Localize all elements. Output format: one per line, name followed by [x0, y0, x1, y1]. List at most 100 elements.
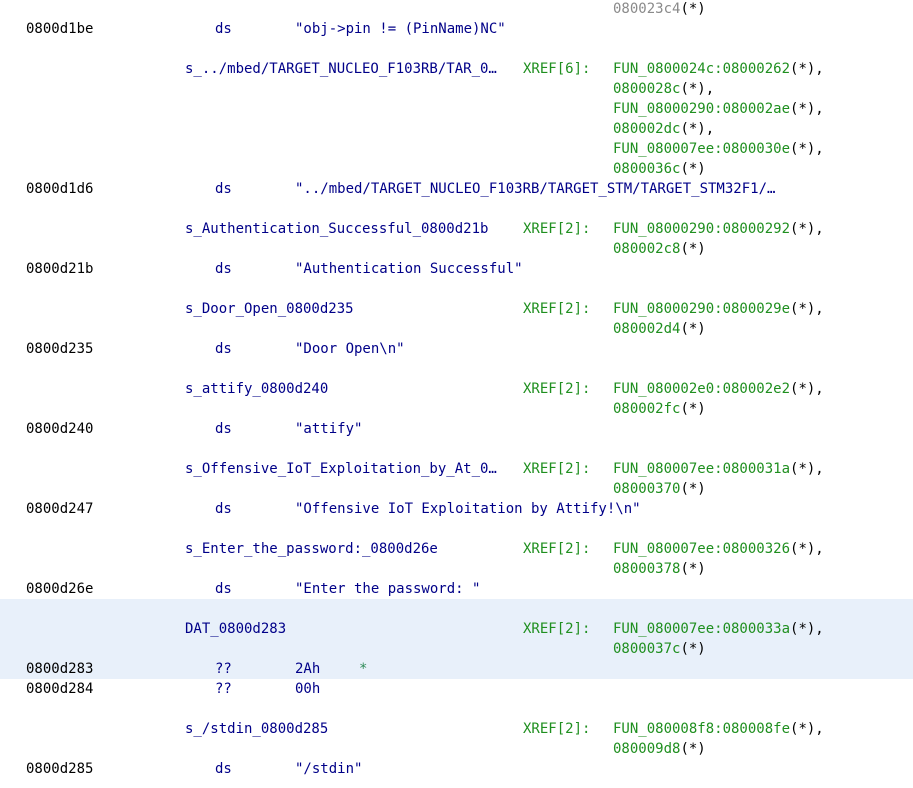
mnemonic[interactable]: ds [215, 21, 232, 37]
listing-row-data[interactable]: 0800d247 ds "Offensive IoT Exploitation by… [0, 499, 913, 519]
xref-reference[interactable]: FUN_080002e0:080002e2(*), [613, 381, 824, 397]
operand[interactable]: "Offensive IoT Exploitation by Attify!\n… [295, 501, 641, 517]
label[interactable]: s_../mbed/TARGET_NUCLEO_F103RB/TAR_0… [185, 61, 497, 77]
xref-reference[interactable]: FUN_08000290:08000292(*), [613, 221, 824, 237]
listing-row-blank[interactable] [0, 699, 913, 719]
xref-reference[interactable]: FUN_080008f8:080008fe(*), [613, 721, 824, 737]
mnemonic[interactable]: ?? [215, 661, 232, 677]
address[interactable]: 0800d1d6 [26, 181, 94, 197]
address[interactable]: 0800d26e [26, 581, 94, 597]
mnemonic[interactable]: ds [215, 581, 232, 597]
listing-row-data[interactable]: 0800d1d6 ds "../mbed/TARGET_NUCLEO_F103RB/… [0, 179, 913, 199]
xref-reference[interactable]: 080023c4(*) [613, 1, 706, 17]
address[interactable]: 0800d285 [26, 761, 94, 777]
listing-row-ref[interactable]: 080002c8(*) [0, 239, 913, 259]
mnemonic[interactable]: ds [215, 421, 232, 437]
listing-row-blank[interactable] [0, 359, 913, 379]
operand[interactable]: "../mbed/TARGET_NUCLEO_F103RB/TARGET_STM… [295, 181, 776, 197]
xref-reference[interactable]: 080002dc(*), [613, 121, 715, 137]
listing-row-ref[interactable]: 080002d4(*) [0, 319, 913, 339]
listing-row-label[interactable]: s_../mbed/TARGET_NUCLEO_F103RB/TAR_0…XRE… [0, 59, 913, 79]
address[interactable]: 0800d283 [26, 661, 94, 677]
mnemonic[interactable]: ds [215, 181, 232, 197]
operand[interactable]: "Door Open\n" [295, 341, 405, 357]
listing-row-ref[interactable]: 0800036c(*) [0, 159, 913, 179]
operand[interactable]: "Enter the password: " [295, 581, 481, 597]
xref-reference[interactable]: 08000378(*) [613, 561, 706, 577]
xref-reference[interactable]: 0800028c(*), [613, 81, 715, 97]
label[interactable]: DAT_0800d283 [185, 621, 287, 637]
label[interactable]: s_/stdin_0800d285 [185, 721, 329, 737]
xref-reference[interactable]: FUN_08000290:0800029e(*), [613, 301, 824, 317]
mnemonic[interactable]: ?? [215, 681, 232, 697]
xref-reference[interactable]: 080009d8(*) [613, 741, 706, 757]
listing-row-data[interactable]: 0800d1be ds "obj->pin != (PinName)NC" [0, 19, 913, 39]
mnemonic[interactable]: ds [215, 501, 232, 517]
xref-reference[interactable]: FUN_0800024c:08000262(*), [613, 61, 824, 77]
address[interactable]: 0800d21b [26, 261, 94, 277]
xref-reference[interactable]: FUN_08000290:080002ae(*), [613, 101, 824, 117]
address[interactable]: 0800d235 [26, 341, 94, 357]
listing-row-blank[interactable] [0, 599, 913, 619]
xref-suffix: (*) [680, 321, 706, 337]
listing-row-ref[interactable]: FUN_080007ee:0800030e(*), [0, 139, 913, 159]
xref-reference[interactable]: 08000370(*) [613, 481, 706, 497]
operand[interactable]: 2Ah [295, 661, 321, 677]
xref-reference[interactable]: FUN_080007ee:0800031a(*), [613, 461, 824, 477]
xref-reference[interactable]: 080002d4(*) [613, 321, 706, 337]
listing-row-data[interactable]: 0800d240 ds "attify" [0, 419, 913, 439]
mnemonic[interactable]: ds [215, 341, 232, 357]
listing-row-ref[interactable]: 080002dc(*), [0, 119, 913, 139]
listing-row-ref[interactable]: FUN_08000290:080002ae(*), [0, 99, 913, 119]
listing-row-blank[interactable] [0, 199, 913, 219]
listing-row-data[interactable]: 0800d284?? 00h [0, 679, 913, 699]
listing-row-ref[interactable]: 080009d8(*) [0, 739, 913, 759]
listing-row-ref[interactable]: 0800028c(*), [0, 79, 913, 99]
operand[interactable]: "obj->pin != (PinName)NC" [295, 21, 506, 37]
xref-reference[interactable]: 0800036c(*) [613, 161, 706, 177]
xref-reference[interactable]: 080002fc(*) [613, 401, 706, 417]
listing-row-ref[interactable]: 08000370(*) [0, 479, 913, 499]
label[interactable]: s_Offensive_IoT_Exploitation_by_At_0… [185, 461, 497, 477]
listing-row-ref[interactable]: 080002fc(*) [0, 399, 913, 419]
address[interactable]: 0800d247 [26, 501, 94, 517]
listing-row-data[interactable]: 0800d283??2Ah* [0, 659, 913, 679]
listing-row-blank[interactable] [0, 39, 913, 59]
xref-reference[interactable]: FUN_080007ee:0800033a(*), [613, 621, 824, 637]
listing-row-ref[interactable]: 08000378(*) [0, 559, 913, 579]
listing-row-ref[interactable]: 080023c4(*) [0, 0, 913, 19]
operand[interactable]: 00h [295, 681, 321, 697]
listing-row-data[interactable]: 0800d235 ds "Door Open\n" [0, 339, 913, 359]
listing-row-data[interactable]: 0800d26e ds "Enter the password: " [0, 579, 913, 599]
label[interactable]: s_Door_Open_0800d235 [185, 301, 354, 317]
address[interactable]: 0800d1be [26, 21, 94, 37]
label[interactable]: s_Authentication_Successful_0800d21b [185, 221, 489, 237]
operand[interactable]: "attify" [295, 421, 363, 437]
listing-row-blank[interactable] [0, 439, 913, 459]
xref-reference[interactable]: 0800037c(*) [613, 641, 706, 657]
xref-reference[interactable]: FUN_080007ee:08000326(*), [613, 541, 824, 557]
listing-row-label[interactable]: s_Offensive_IoT_Exploitation_by_At_0…XRE… [0, 459, 913, 479]
mnemonic[interactable]: ds [215, 761, 232, 777]
listing-row-blank[interactable] [0, 519, 913, 539]
address[interactable]: 0800d240 [26, 421, 94, 437]
label[interactable]: s_attify_0800d240 [185, 381, 329, 397]
operand[interactable]: "/stdin" [295, 761, 363, 777]
listing-row-ref[interactable]: 0800037c(*) [0, 639, 913, 659]
xref-reference[interactable]: 080002c8(*) [613, 241, 706, 257]
listing-row-blank[interactable] [0, 279, 913, 299]
label[interactable]: s_Enter_the_password:_0800d26e [185, 541, 438, 557]
listing-row-data[interactable]: 0800d21b ds "Authentication Successful" [0, 259, 913, 279]
listing-row-data[interactable]: 0800d285 ds "/stdin" [0, 759, 913, 779]
mnemonic[interactable]: ds [215, 261, 232, 277]
operand[interactable]: "Authentication Successful" [295, 261, 523, 277]
xref-reference[interactable]: FUN_080007ee:0800030e(*), [613, 141, 824, 157]
address[interactable]: 0800d284 [26, 681, 94, 697]
